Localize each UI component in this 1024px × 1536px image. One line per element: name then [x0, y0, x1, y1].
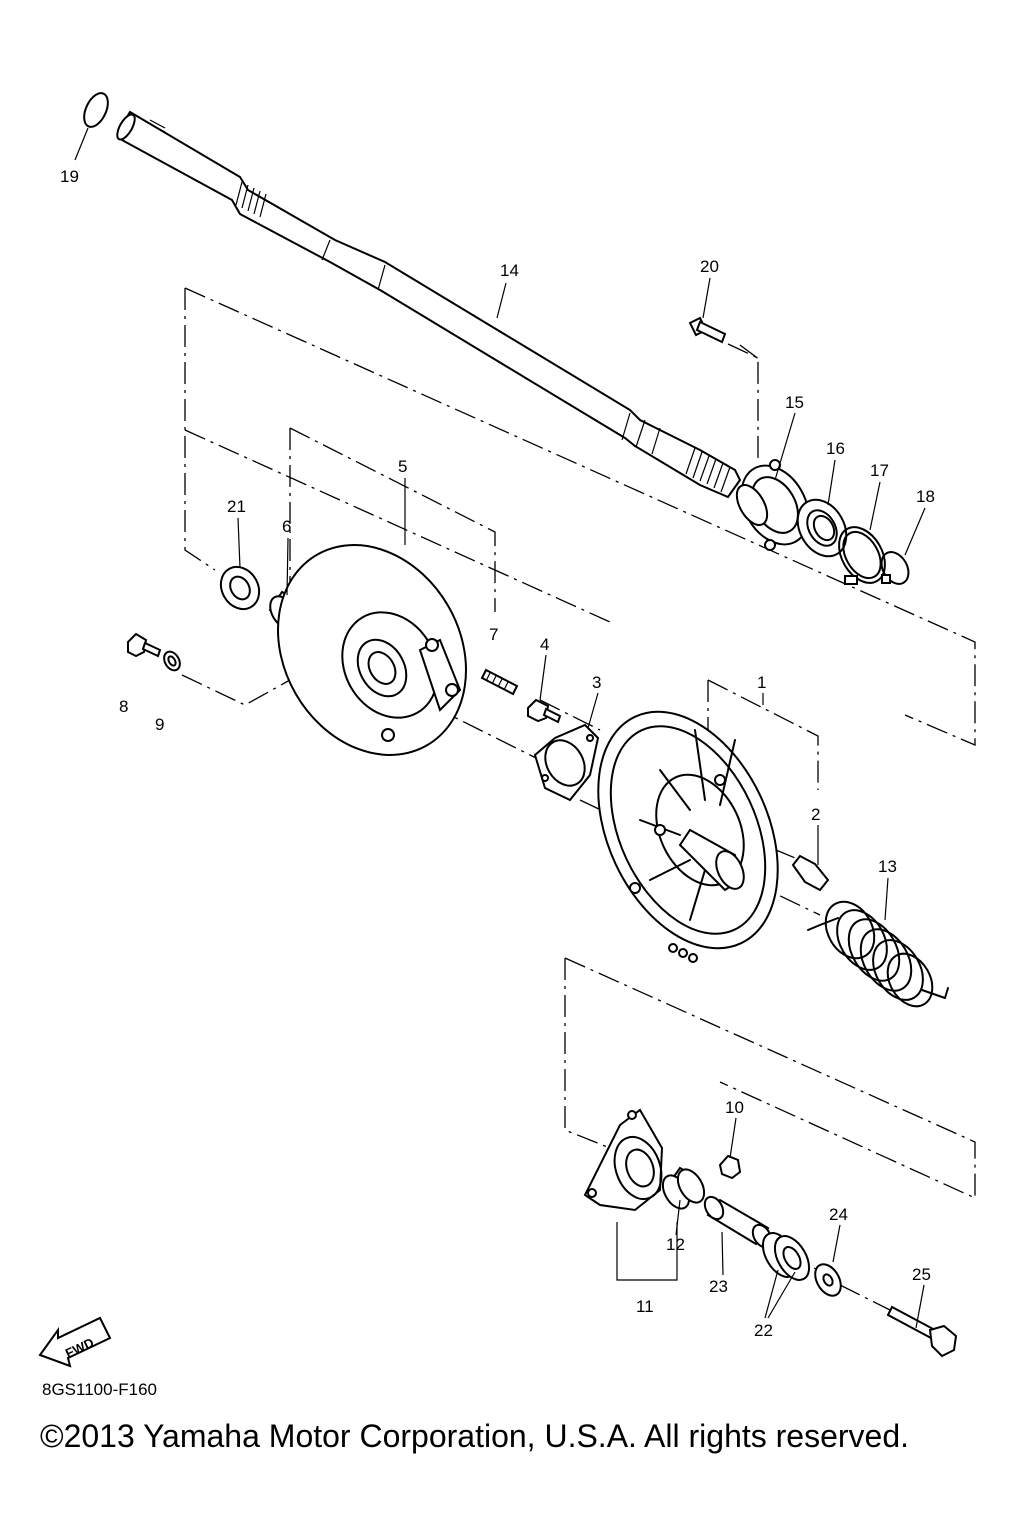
bolt-4 — [527, 698, 562, 724]
bolt-20 — [688, 316, 727, 344]
callout-20: 20 — [700, 257, 719, 276]
bearing-16 — [796, 498, 848, 558]
callout-16: 16 — [826, 439, 845, 458]
diagram-reference-code: 8GS1100-F160 — [42, 1380, 157, 1399]
callout-14: 14 — [500, 261, 519, 280]
callout-12: 12 — [666, 1235, 685, 1254]
leader-lines — [74, 127, 926, 1329]
callout-22: 22 — [754, 1321, 773, 1340]
callout-11: 11 — [636, 1297, 654, 1316]
assembly-outline-upper — [184, 287, 976, 746]
callout-15: 15 — [785, 393, 804, 412]
washer-9 — [163, 650, 181, 672]
assembly-outline-11 — [616, 1222, 678, 1281]
slider-2 — [791, 854, 830, 892]
callout-3: 3 — [592, 673, 601, 692]
assembly-outline-8-9 — [181, 674, 291, 706]
callout-9: 9 — [155, 715, 164, 734]
bearing-housing-15 — [735, 459, 810, 551]
bolt-8 — [127, 632, 162, 658]
callout-4: 4 — [540, 635, 549, 654]
assembly-outline-lower — [564, 957, 976, 1200]
sheave-5 — [277, 544, 467, 756]
o-ring-19 — [83, 92, 109, 128]
callout-23: 23 — [709, 1277, 728, 1296]
shaft-14 — [116, 110, 742, 499]
callout-25: 25 — [912, 1265, 931, 1284]
assembly-outline-1 — [707, 679, 819, 790]
callout-6: 6 — [282, 517, 291, 536]
centerline-bolt-20 — [727, 343, 759, 460]
centerline-e — [839, 1284, 891, 1311]
callout-21: 21 — [227, 497, 246, 516]
callout-24: 24 — [829, 1205, 848, 1224]
gasket-3 — [533, 723, 600, 802]
callout-18: 18 — [916, 487, 935, 506]
circlip-17 — [838, 526, 886, 585]
copyright-notice: ©2013 Yamaha Motor Corporation, U.S.A. A… — [40, 1418, 910, 1454]
fwd-arrow-icon: FWD — [38, 1316, 112, 1368]
nut-10 — [718, 1154, 742, 1180]
bolt-25 — [886, 1305, 958, 1358]
callout-labels: 19 14 20 15 16 17 18 21 6 5 7 4 3 1 2 13… — [60, 167, 935, 1340]
stud-7 — [480, 668, 519, 696]
callout-17: 17 — [870, 461, 889, 480]
callout-19: 19 — [60, 167, 79, 186]
snap-ring-18 — [880, 551, 910, 585]
washer-21 — [219, 565, 261, 611]
bearing-12 — [661, 1166, 706, 1210]
centerline-c — [739, 344, 761, 361]
callout-8: 8 — [119, 697, 128, 716]
centerline-f — [539, 699, 601, 731]
washer-24 — [814, 1263, 842, 1297]
callout-13: 13 — [878, 857, 897, 876]
callout-1: 1 — [757, 673, 766, 692]
housing-11 — [583, 1108, 664, 1212]
collars-22 — [761, 1232, 811, 1281]
sleeve-23 — [703, 1195, 773, 1249]
sheave-1 — [597, 710, 779, 963]
spring-13 — [807, 900, 949, 1008]
callout-5: 5 — [398, 457, 407, 476]
callout-2: 2 — [811, 805, 820, 824]
callout-7: 7 — [489, 625, 498, 644]
callout-10: 10 — [725, 1098, 744, 1117]
